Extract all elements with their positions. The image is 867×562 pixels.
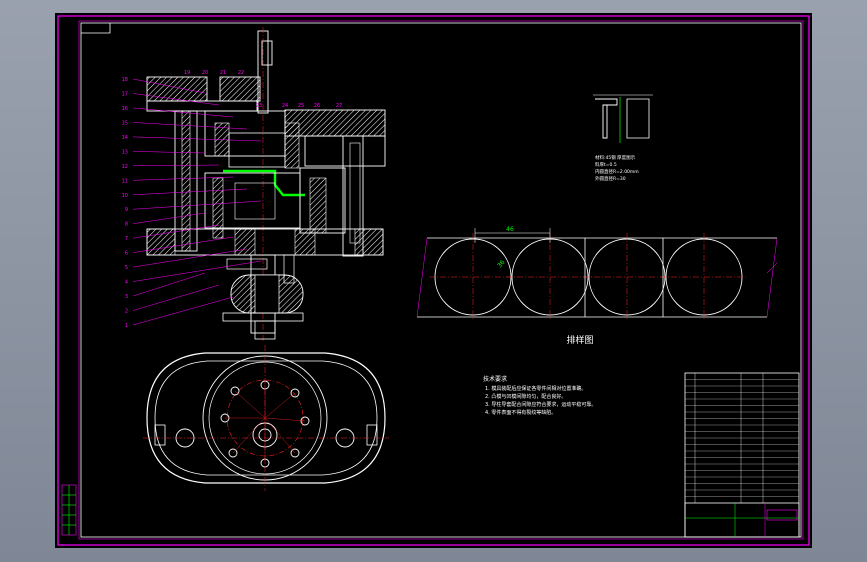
- tech-req-item-4: 4. 零件表面不得有裂纹等缺陷。: [485, 409, 556, 416]
- bolt-hole: [290, 448, 300, 458]
- part-number-label-top: 19: [184, 70, 190, 76]
- section-note: 材料:45钢 厚度图示: [595, 154, 636, 161]
- revision-block: [61, 484, 77, 536]
- part-number-label-top: 26: [314, 103, 320, 109]
- part-number-label: 9: [125, 207, 128, 213]
- strip-width-label: 36: [496, 259, 506, 269]
- part-number-label: 12: [122, 164, 128, 170]
- part-number-label: 18: [122, 77, 128, 83]
- section-note: 料厚t=0.5: [595, 161, 617, 168]
- part-number-label: 14: [122, 135, 128, 141]
- title-corner: [81, 23, 111, 34]
- part-number-label: 6: [125, 251, 128, 257]
- part-number-label: 3: [125, 294, 128, 300]
- part-number-label: 11: [122, 178, 128, 184]
- part-number-label-top: 24: [282, 103, 288, 109]
- strip-layout-diagram: 46 36 排样图: [416, 226, 778, 346]
- lower-die-plan-view: [143, 345, 389, 491]
- part-number-label: 5: [125, 265, 128, 271]
- tech-req-item-3: 3. 导柱导套配合间隙应符合要求，运动平稳可靠。: [485, 401, 596, 408]
- section-note: 内圆直径R=2.00mm: [595, 168, 639, 175]
- bolt-hole: [290, 388, 300, 398]
- part-number-label: 4: [125, 280, 128, 286]
- part-number-label: 16: [122, 106, 128, 112]
- bolt-hole: [230, 386, 240, 396]
- part-number-label: 13: [122, 149, 128, 155]
- part-number-label-top: 23: [256, 103, 262, 109]
- part-number-label: 17: [122, 91, 128, 97]
- part-number-label: 1: [125, 323, 128, 329]
- strip-layout-title: 排样图: [566, 334, 593, 346]
- tech-req-title: 技术要求: [483, 375, 507, 383]
- section-note: 外圆直径R=30: [595, 175, 626, 182]
- part-number-label-top: 20: [202, 70, 208, 76]
- part-number-label: 7: [125, 236, 128, 242]
- upper-die-plate: [146, 76, 208, 102]
- part-number-label-top: 22: [238, 70, 244, 76]
- technical-requirements: 技术要求 1. 模具装配后应保证各零件间相对位置准确。 2. 凸模与凹模间隙均匀…: [483, 375, 596, 416]
- part-number-label: 10: [122, 193, 128, 199]
- bolt-hole: [300, 416, 310, 426]
- part-number-label-top: 25: [298, 103, 304, 109]
- part-number-label: 15: [122, 120, 128, 126]
- part-number-label: 2: [125, 309, 128, 315]
- title-block: [684, 372, 800, 538]
- strip-pitch-label: 46: [506, 226, 514, 233]
- inner-frame-magenta: [78, 20, 804, 540]
- part-number-label-top: 21: [220, 70, 226, 76]
- part-number-label: 8: [125, 222, 128, 228]
- tech-req-item-2: 2. 凸模与凹模间隙均匀，配合良好。: [485, 393, 566, 400]
- part-number-label-top: 27: [336, 103, 342, 109]
- outer-frame: [57, 15, 810, 546]
- tech-req-item-1: 1. 模具装配后应保证各零件间相对位置准确。: [485, 385, 586, 392]
- bolt-hole: [228, 448, 238, 458]
- inner-frame: [80, 22, 802, 538]
